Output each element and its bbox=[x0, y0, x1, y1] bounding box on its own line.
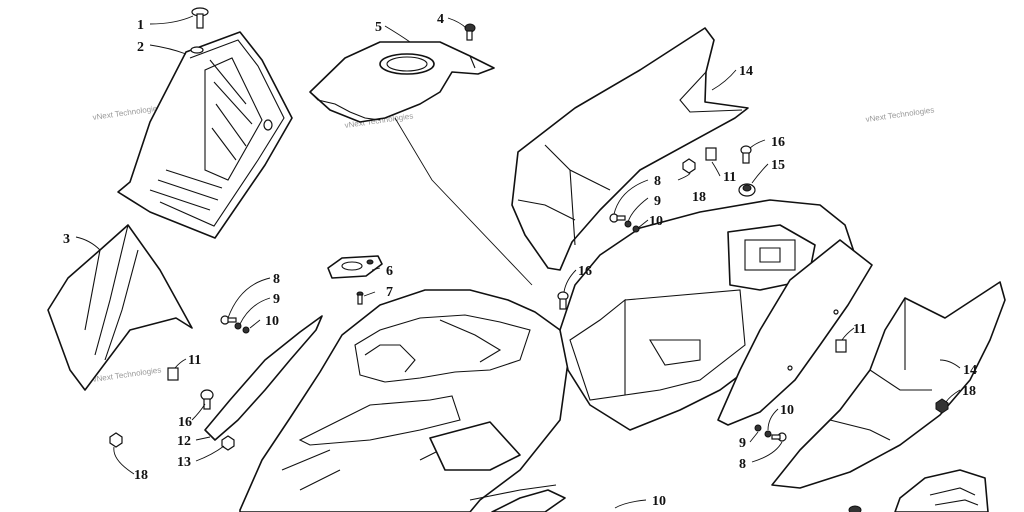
part-right-side-panel bbox=[717, 239, 873, 426]
watermark-text: vNext Technologies bbox=[865, 105, 935, 124]
part-screw-7 bbox=[356, 291, 364, 305]
callout-16: 16 bbox=[771, 135, 785, 150]
part-front-rack bbox=[117, 31, 293, 239]
callout-9: 9 bbox=[273, 292, 280, 307]
callout-10: 10 bbox=[780, 403, 794, 418]
callout-5: 5 bbox=[375, 20, 382, 35]
part-screw-1 bbox=[191, 7, 209, 29]
callout-1: 1 bbox=[137, 18, 144, 33]
callout-3: 3 bbox=[63, 232, 70, 247]
part-rear-body bbox=[559, 199, 856, 431]
watermark-text: vNext Technologies bbox=[92, 365, 162, 384]
callout-11: 11 bbox=[188, 353, 201, 368]
part-screw-4 bbox=[464, 23, 476, 41]
callout-2: 2 bbox=[137, 40, 144, 55]
leader-lines bbox=[75, 15, 961, 509]
callout-11: 11 bbox=[723, 170, 736, 185]
callout-12: 12 bbox=[177, 434, 191, 449]
callout-16: 16 bbox=[178, 415, 192, 430]
hardware-group-upper bbox=[609, 213, 640, 233]
callout-10: 10 bbox=[265, 314, 279, 329]
callout-10: 10 bbox=[652, 494, 666, 509]
part-front-body bbox=[239, 289, 569, 512]
callout-8: 8 bbox=[739, 457, 746, 472]
part-left-side-strip bbox=[204, 315, 323, 441]
callout-8: 8 bbox=[273, 272, 280, 287]
hardware-group-left bbox=[220, 315, 250, 334]
callout-18: 18 bbox=[134, 468, 148, 483]
callout-9: 9 bbox=[739, 436, 746, 451]
nuts bbox=[109, 158, 949, 451]
callout-18: 18 bbox=[962, 384, 976, 399]
part-footrest bbox=[848, 469, 989, 512]
bolts-16 bbox=[200, 145, 752, 410]
part-display-bracket bbox=[327, 255, 383, 279]
part-rear-fender-lower bbox=[771, 281, 1006, 489]
callout-16: 16 bbox=[578, 264, 592, 279]
callout-10: 10 bbox=[649, 214, 663, 229]
callout-18: 18 bbox=[692, 190, 706, 205]
callout-6: 6 bbox=[386, 264, 393, 279]
callout-11: 11 bbox=[853, 322, 866, 337]
part-tank-cover bbox=[309, 41, 495, 123]
callout-7: 7 bbox=[386, 285, 393, 300]
part-lower-fender-fragment bbox=[491, 489, 566, 512]
hardware-group-right bbox=[754, 424, 787, 442]
callout-13: 13 bbox=[177, 455, 191, 470]
callout-9: 9 bbox=[654, 194, 661, 209]
callout-4: 4 bbox=[437, 12, 444, 27]
part-front-panel bbox=[47, 224, 193, 391]
clips-11 bbox=[167, 147, 847, 381]
callout-8: 8 bbox=[654, 174, 661, 189]
assembly-line bbox=[394, 117, 533, 286]
callout-14: 14 bbox=[963, 363, 977, 378]
callout-15: 15 bbox=[771, 158, 785, 173]
callout-14: 14 bbox=[739, 64, 753, 79]
part-rear-fender-upper bbox=[511, 27, 749, 271]
callouts: 1 2 3 4 5 6 7 8 9 10 8 9 10 8 9 10 10 11… bbox=[63, 12, 977, 509]
